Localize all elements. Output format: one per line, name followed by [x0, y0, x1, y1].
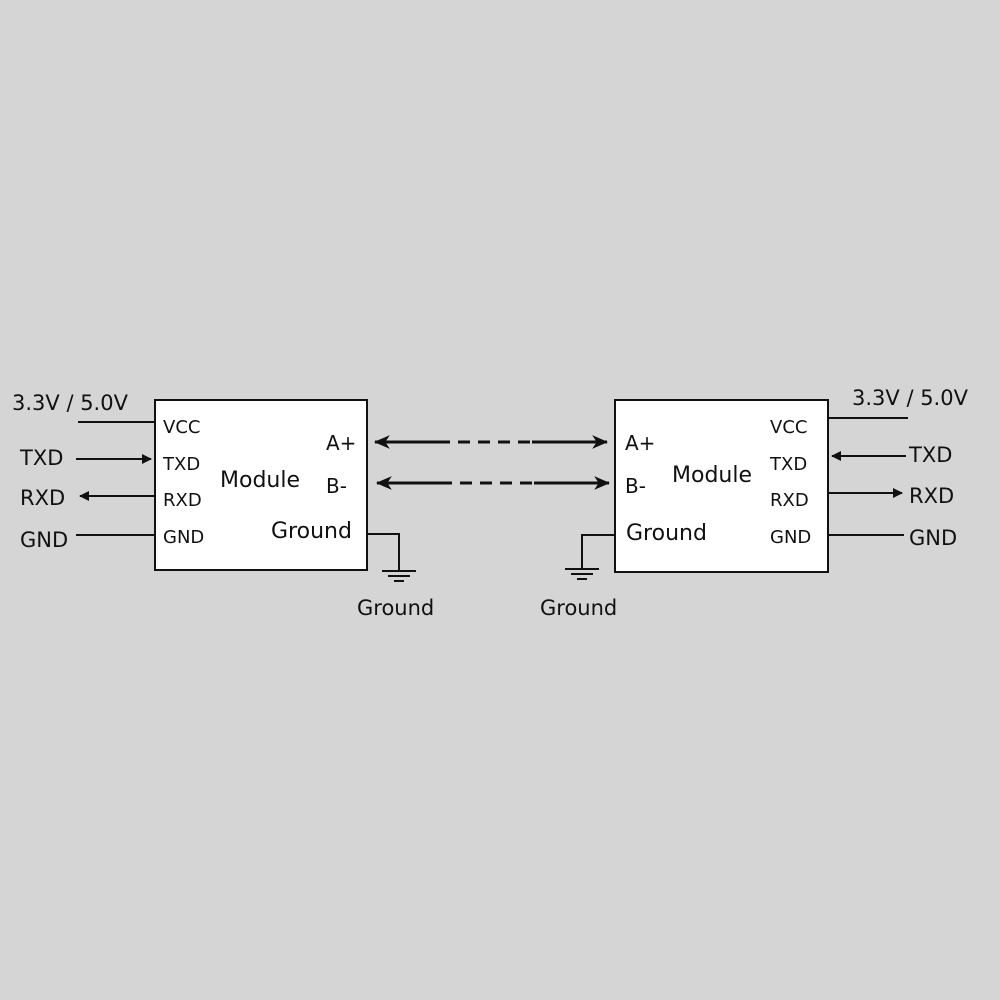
- bus-lines: [373, 435, 611, 490]
- left-ext-gnd-label: GND: [20, 528, 68, 552]
- left-supply-label: 3.3V / 5.0V: [12, 391, 129, 415]
- right-ext-rxd-label: RXD: [909, 484, 954, 508]
- right-pin-gnd: GND: [770, 527, 811, 548]
- right-ground-symbol-label: Ground: [540, 596, 617, 620]
- left-ground-pin-label: Ground: [271, 519, 352, 544]
- left-ground-wire: [367, 533, 400, 571]
- left-pin-gnd: GND: [163, 527, 204, 548]
- right-ground-pin-label: Ground: [626, 521, 707, 546]
- left-pin-txd: TXD: [162, 454, 200, 475]
- right-pin-a: A+: [625, 431, 655, 455]
- left-ground-icon: [382, 570, 416, 582]
- left-pin-vcc: VCC: [163, 417, 200, 438]
- right-ground-wire: [581, 534, 615, 569]
- right-supply-label: 3.3V / 5.0V: [852, 386, 969, 410]
- left-pin-a: A+: [326, 431, 356, 455]
- right-module-label: Module: [672, 463, 752, 488]
- right-pin-txd: TXD: [769, 454, 807, 475]
- left-ext-rxd-label: RXD: [20, 486, 65, 510]
- left-module-box: [154, 399, 368, 571]
- left-pin-rxd: RXD: [163, 490, 202, 511]
- left-ground-symbol-label: Ground: [357, 596, 434, 620]
- left-ext-txd-label: TXD: [19, 446, 63, 470]
- left-module-label: Module: [220, 468, 300, 493]
- left-pin-b: B-: [326, 474, 347, 498]
- right-pin-vcc: VCC: [770, 417, 807, 438]
- right-ext-gnd-label: GND: [909, 526, 957, 550]
- left-module: 3.3V / 5.0V TXD RXD GND VCC TXD RXD GND …: [12, 391, 434, 620]
- right-module: A+ B- Module Ground VCC TXD RXD GND 3.3V…: [540, 386, 969, 620]
- right-ext-txd-label: TXD: [908, 443, 952, 467]
- right-ground-icon: [565, 568, 599, 580]
- right-pin-rxd: RXD: [770, 490, 809, 511]
- right-module-box: [614, 399, 829, 573]
- right-pin-b: B-: [625, 474, 646, 498]
